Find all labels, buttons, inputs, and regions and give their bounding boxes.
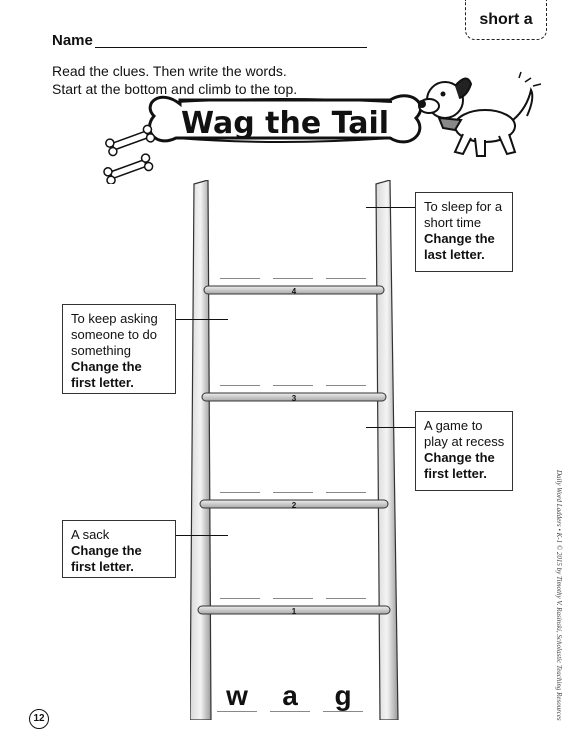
clue-hint: Change the first letter. [71,543,142,574]
ladder [190,180,399,720]
clue-text: A sack [71,527,110,542]
answer-blank[interactable] [273,278,313,279]
answer-blank[interactable] [273,385,313,386]
answer-blank[interactable] [326,492,366,493]
rung-number-4: 4 [291,287,297,296]
answer-blank[interactable] [220,492,260,493]
answer-blank[interactable] [326,598,366,599]
instruction-line-2: Start at the bottom and climb to the top… [52,81,298,97]
start-letter-2: a [282,680,298,711]
instruction-line-1: Read the clues. Then write the words. [52,63,287,79]
dog-icon [418,71,542,157]
answer-blank[interactable] [273,492,313,493]
clue-connector [366,427,416,428]
clue-text: To sleep for a short time [424,199,503,230]
answer-blank[interactable] [326,278,366,279]
copyright-credit: Daily Word Ladders • K-1 © 2015 by Timot… [555,470,563,721]
answer-blank[interactable] [220,385,260,386]
clue-text: To keep asking someone to do something [71,311,158,358]
clue-hint: Change the last letter. [424,231,495,262]
start-word-underline [270,711,310,712]
clue-connector [366,207,416,208]
answer-blank[interactable] [273,598,313,599]
name-field-line[interactable] [95,47,367,48]
clue-connector [175,319,228,320]
rung-number-2: 2 [291,501,297,510]
clue-hint: Change the first letter. [424,450,495,481]
answer-blank[interactable] [220,598,260,599]
skill-tag: short a [465,0,547,40]
clue-box-4: To sleep for a short time Change the las… [415,192,513,272]
title-bone-banner: Wag the Tail [148,94,423,144]
start-letter-1: w [226,680,248,711]
start-letter-3: g [334,680,352,711]
start-word-underline [323,711,363,712]
clue-hint: Change the first letter. [71,359,142,390]
page-number: 12 [29,709,49,729]
clue-box-3: To keep asking someone to do something C… [62,304,176,394]
answer-blank[interactable] [326,385,366,386]
worksheet-title: Wag the Tail [181,106,389,141]
answer-blank[interactable] [220,278,260,279]
clue-connector [175,535,228,536]
rung-number-1: 1 [291,607,297,616]
clue-box-1: A sack Change the first letter. [62,520,176,578]
clue-box-2: A game to play at recess Change the firs… [415,411,513,491]
clue-text: A game to play at recess [424,418,505,449]
bone-icon [103,124,156,184]
rung-number-3: 3 [291,394,297,403]
name-label: Name [52,32,93,49]
start-word-underline [217,711,257,712]
